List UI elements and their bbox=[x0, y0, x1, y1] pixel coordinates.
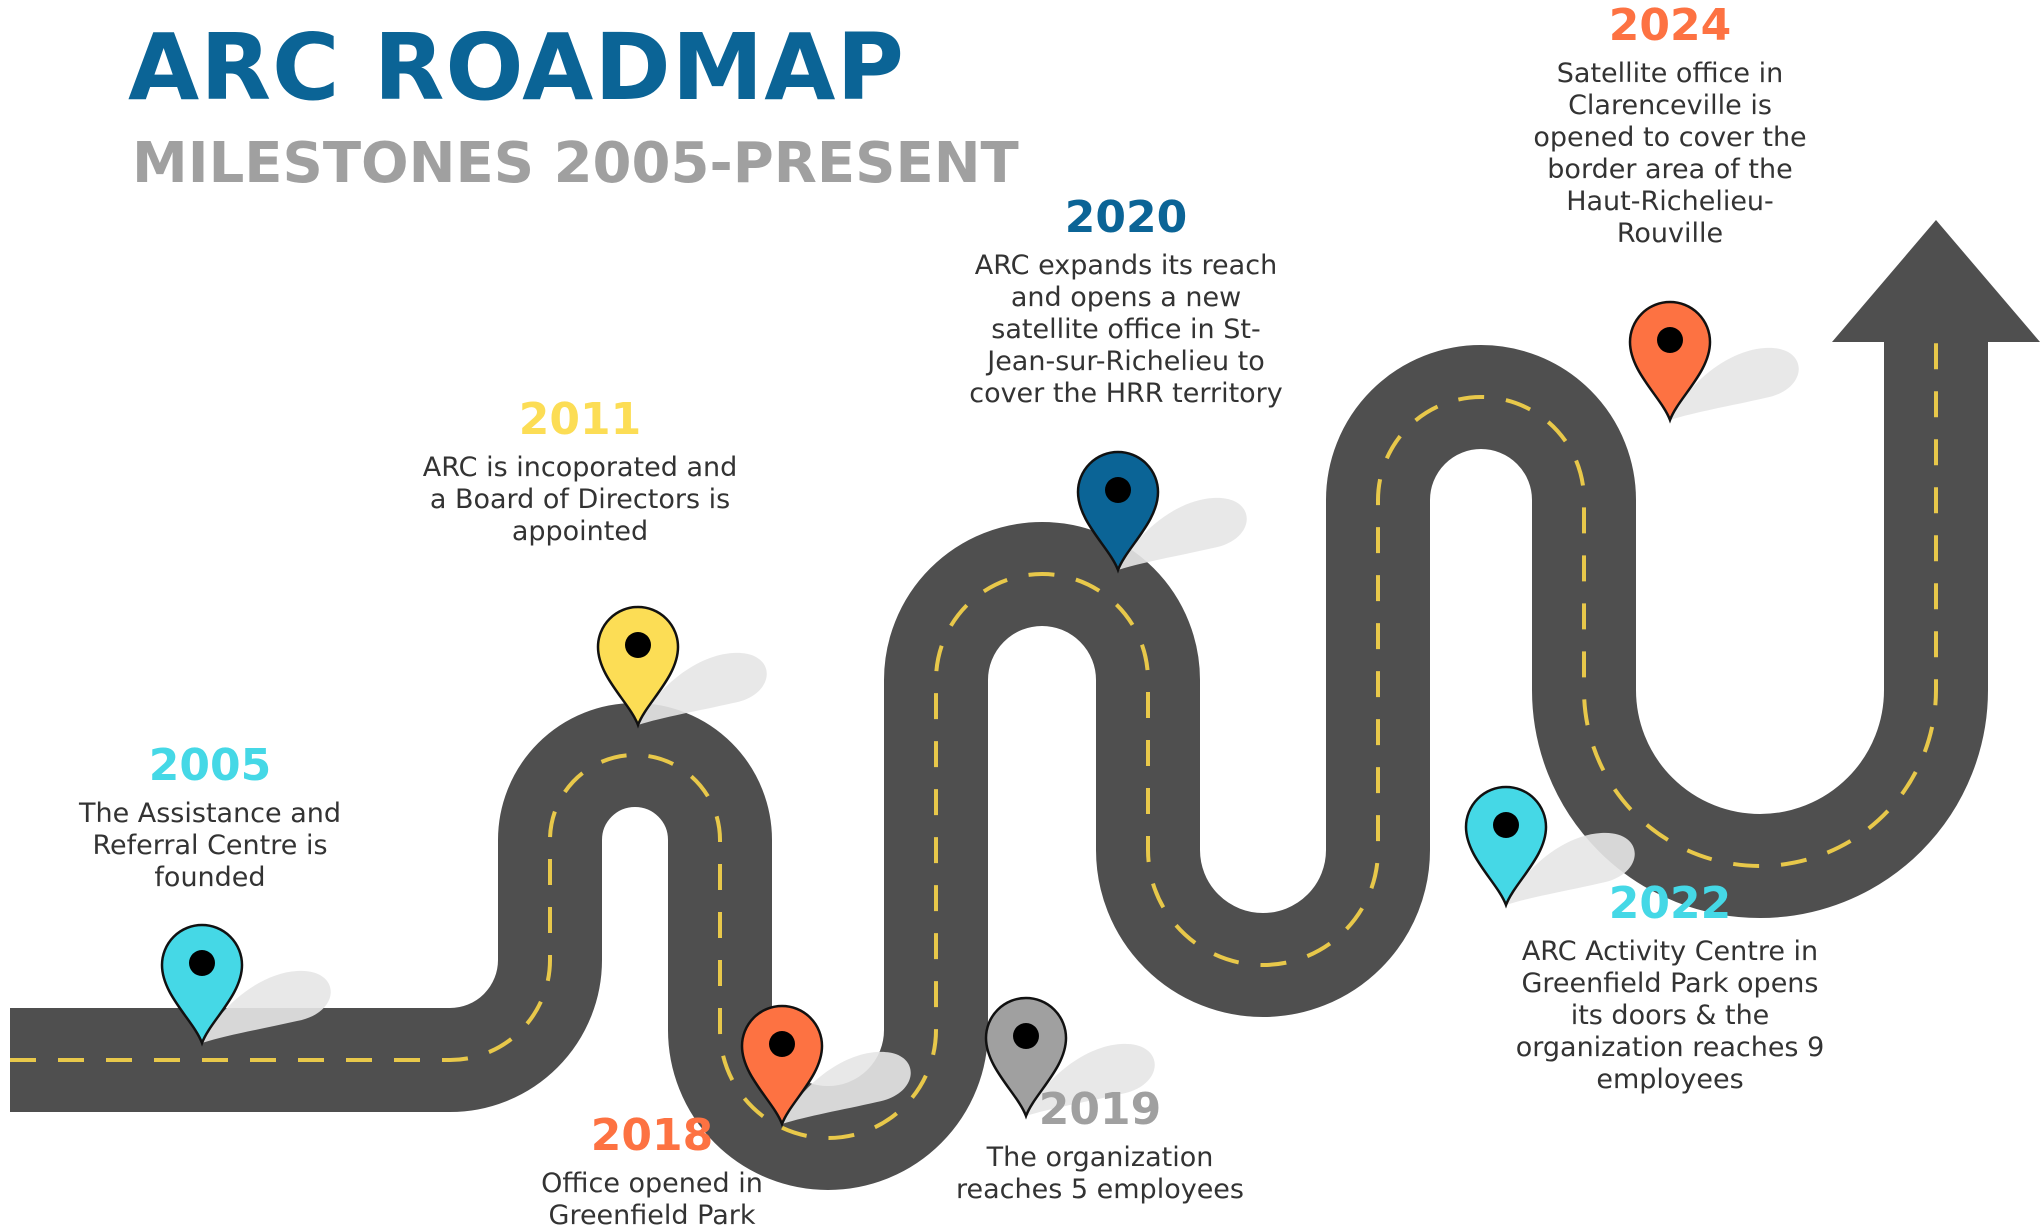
milestone-2005: 2005 The Assistance and Referral Centre … bbox=[30, 738, 390, 894]
milestone-description: ARC is incoporated and a Board of Direct… bbox=[422, 452, 738, 547]
milestone-year: 2005 bbox=[148, 740, 272, 791]
milestone-year: 2020 bbox=[1064, 192, 1188, 243]
map-pin-icon bbox=[596, 605, 680, 729]
milestone-2020: 2020 ARC expands its reach and opens a n… bbox=[946, 190, 1306, 410]
milestone-2019: 2019 The organization reaches 5 employee… bbox=[920, 1082, 1280, 1206]
map-pin-icon bbox=[984, 996, 1068, 1120]
pin-shadow bbox=[202, 970, 331, 1043]
pin-shadow bbox=[638, 652, 767, 725]
milestone-description: Satellite office in Clarenceville is ope… bbox=[1533, 58, 1807, 249]
road bbox=[10, 340, 1988, 1190]
map-pin-icon bbox=[1464, 785, 1548, 909]
pin-body bbox=[1628, 300, 1712, 424]
map-pin-icon bbox=[740, 1004, 824, 1128]
pin-dot bbox=[1013, 1023, 1039, 1049]
pin-body bbox=[1464, 785, 1548, 909]
milestone-year: 2024 bbox=[1608, 0, 1732, 51]
road-surface bbox=[10, 340, 1988, 1190]
pins bbox=[160, 300, 1712, 1128]
pin-body bbox=[160, 923, 244, 1047]
milestone-description: The Assistance and Referral Centre is fo… bbox=[78, 798, 342, 893]
arrow-head bbox=[1832, 220, 2040, 342]
milestone-description: Office opened in Greenfield Park bbox=[541, 1168, 763, 1231]
milestone-year: 2019 bbox=[1038, 1084, 1162, 1135]
milestone-2024: 2024 Satellite office in Clarenceville i… bbox=[1490, 0, 1850, 250]
milestone-description: The organization reaches 5 employees bbox=[956, 1142, 1244, 1205]
pin-dot bbox=[1105, 477, 1131, 503]
pin-dot bbox=[1493, 812, 1519, 838]
milestone-2011: 2011 ARC is incoporated and a Board of D… bbox=[400, 392, 760, 548]
pin-shadow bbox=[1506, 832, 1635, 905]
pin-shadow bbox=[1026, 1043, 1155, 1116]
pin-shadows bbox=[202, 347, 1799, 1124]
pin-shadow bbox=[1670, 347, 1799, 420]
milestone-description: ARC expands its reach and opens a new sa… bbox=[969, 250, 1283, 409]
pin-body bbox=[740, 1004, 824, 1128]
pin-dot bbox=[625, 632, 651, 658]
milestone-2022: 2022 ARC Activity Centre in Greenfield P… bbox=[1490, 876, 1850, 1096]
milestone-description: ARC Activity Centre in Greenfield Park o… bbox=[1515, 936, 1825, 1095]
pin-body bbox=[596, 605, 680, 729]
pin-body bbox=[984, 996, 1068, 1120]
milestone-year: 2022 bbox=[1608, 878, 1732, 929]
map-pin-icon bbox=[1076, 450, 1160, 574]
map-pin-icon bbox=[160, 923, 244, 1047]
pin-shadow bbox=[1118, 497, 1247, 570]
pin-shadow bbox=[782, 1051, 911, 1124]
page-title: ARC ROADMAP bbox=[128, 14, 905, 121]
map-pin-icon bbox=[1628, 300, 1712, 424]
pin-dot bbox=[769, 1031, 795, 1057]
arrow-up-icon bbox=[1832, 220, 2040, 342]
milestone-year: 2018 bbox=[590, 1110, 714, 1161]
pin-dot bbox=[1657, 327, 1683, 353]
milestone-2018: 2018 Office opened in Greenfield Park bbox=[472, 1108, 832, 1232]
pin-dot bbox=[189, 950, 215, 976]
milestone-year: 2011 bbox=[518, 394, 642, 445]
page-subtitle: MILESTONES 2005-PRESENT bbox=[132, 131, 1019, 196]
pin-body bbox=[1076, 450, 1160, 574]
